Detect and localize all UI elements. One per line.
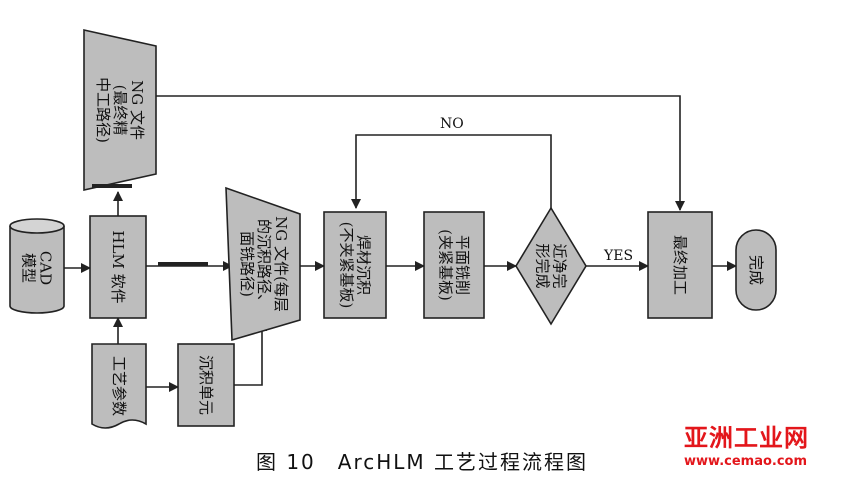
deposition-unit-node	[177, 343, 235, 427]
done-node	[735, 229, 777, 311]
process-params-node	[91, 343, 147, 429]
ng-layer-path-node	[225, 186, 301, 342]
plane-milling-label: 平面铣削(夹紧基板)	[437, 229, 472, 301]
weld-deposition-node	[323, 211, 387, 319]
arrow-tag-top	[92, 184, 132, 188]
no-label: NO	[440, 116, 464, 132]
cad-model-label: CAD模型	[20, 251, 55, 285]
hlm-software-node	[89, 215, 147, 319]
final-machining-node	[647, 211, 713, 319]
yes-label: YES	[603, 248, 633, 264]
hlm-software-label: HLM 软件	[109, 230, 127, 303]
plane-milling-node	[423, 211, 485, 319]
figure-caption: 图 10 ArcHLM 工艺过程流程图	[255, 450, 589, 474]
watermark-brand: 亚洲工业网	[684, 424, 809, 452]
arrow-unit-to-ng-mid	[234, 321, 267, 386]
arrow-ng-top-to-final	[156, 95, 685, 211]
weld-deposition-label: 焊材沉积(不夹紧基板)	[338, 222, 373, 309]
ng-layer-path-label: NG 文件(每层的沉积路径、面铣路径)	[238, 216, 290, 312]
arrow-tag-mid	[158, 262, 208, 266]
deposition-unit-label: 沉积单元	[197, 355, 215, 415]
ng-final-path-node	[83, 29, 157, 191]
final-machining-label: 最终加工	[671, 235, 689, 295]
near-net-shape-label: 近净完形完成	[534, 243, 569, 288]
cad-model-node	[9, 218, 65, 314]
done-label: 完成	[747, 255, 765, 285]
ng-final-path-label: NG 文件(最终精中工路径)	[94, 77, 146, 143]
process-params-label: 工艺参数	[110, 356, 128, 416]
near-net-shape-decision	[515, 206, 587, 326]
arrow-no-loop	[351, 134, 552, 209]
watermark-url: www.cemao.com	[684, 454, 808, 469]
